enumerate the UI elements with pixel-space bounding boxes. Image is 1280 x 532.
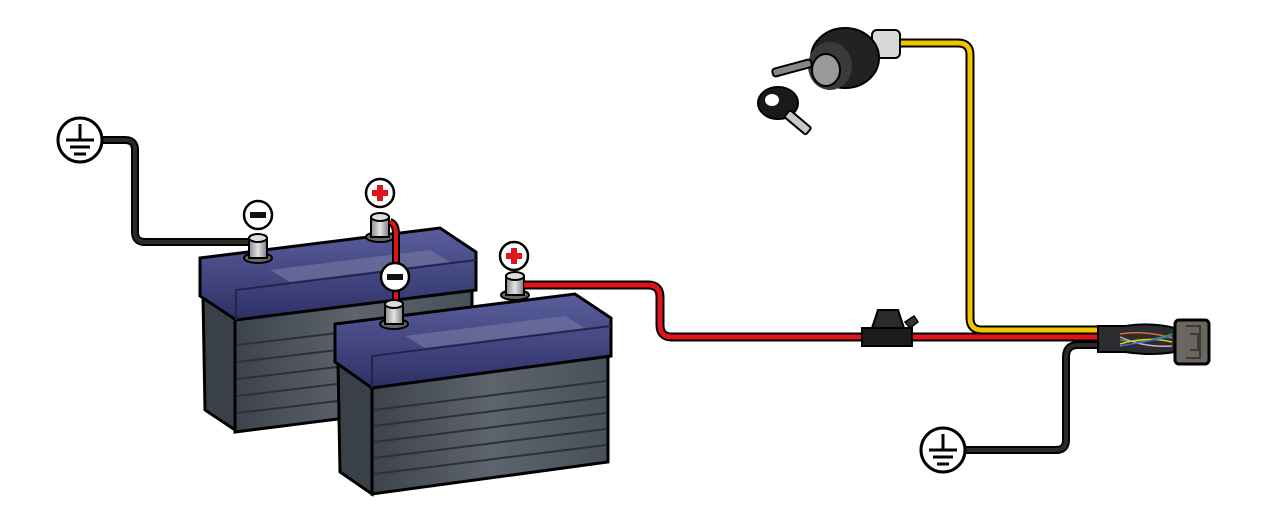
battery-2-positive-terminal bbox=[500, 271, 530, 301]
minus-icon bbox=[379, 261, 411, 293]
ground-icon bbox=[56, 116, 104, 164]
battery-2 bbox=[333, 292, 613, 497]
ground-wire-2 bbox=[965, 341, 1105, 454]
connector-icon bbox=[1097, 318, 1211, 366]
battery-2-negative-terminal bbox=[379, 299, 409, 330]
battery-1-negative-terminal bbox=[243, 233, 273, 264]
fuse-icon bbox=[861, 309, 920, 347]
key-switch-icon bbox=[757, 27, 901, 136]
plus-icon bbox=[498, 240, 530, 272]
ground-icon bbox=[919, 426, 967, 474]
plus-icon bbox=[364, 177, 396, 209]
battery-1-positive-terminal bbox=[365, 212, 395, 243]
minus-icon bbox=[242, 199, 274, 231]
ignition-wire bbox=[898, 38, 1100, 335]
ground-wire-1 bbox=[100, 136, 252, 246]
